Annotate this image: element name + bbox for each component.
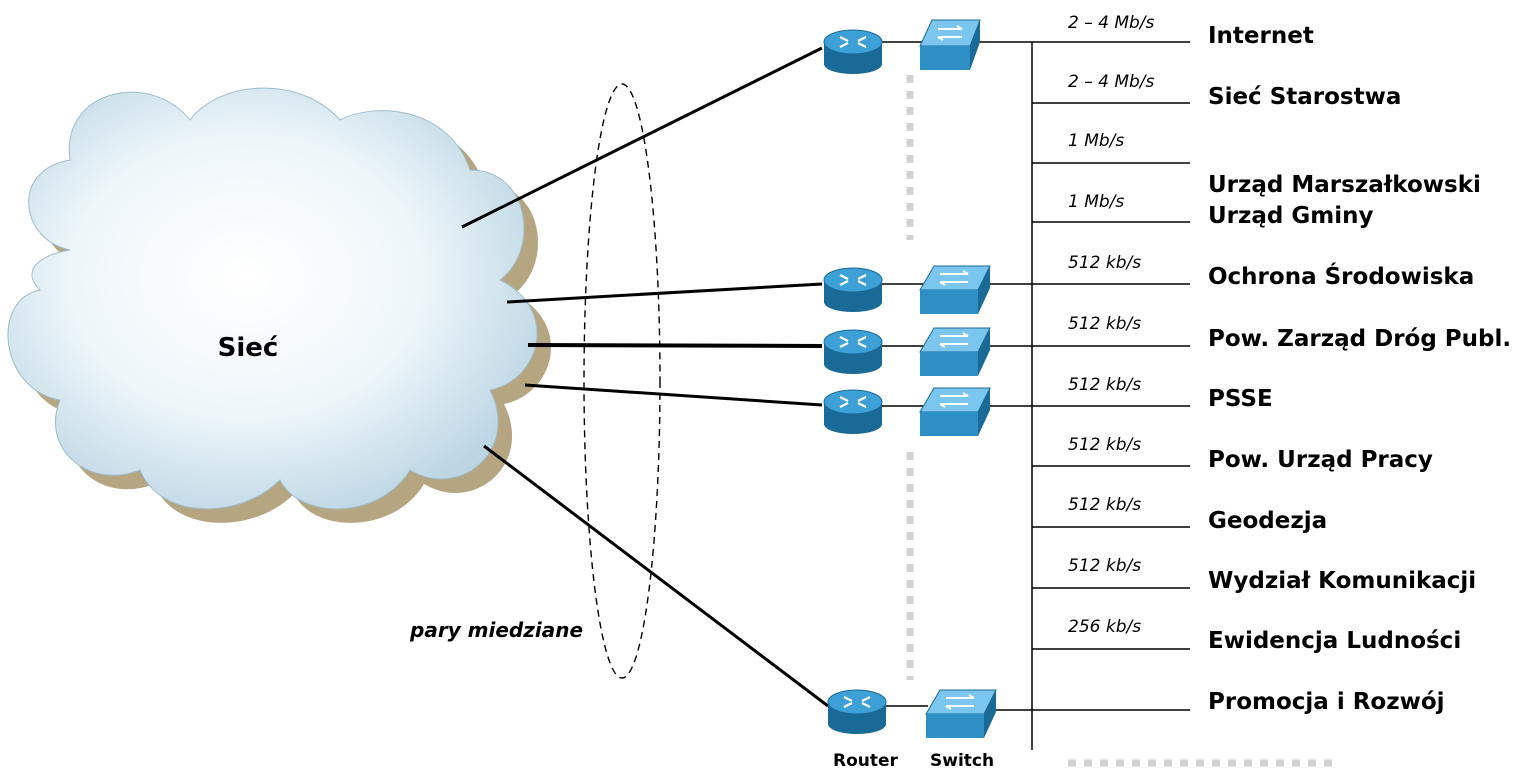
router-2 xyxy=(823,267,883,312)
link-speed: 2 – 4 Mb/s xyxy=(1068,13,1155,33)
link-speed: 512 kb/s xyxy=(1068,495,1141,515)
cloud-label: Sieć xyxy=(218,333,279,363)
destination-row: 512 kb/s Pow. Zarząd Dróg Publ. xyxy=(1032,314,1511,352)
link-speed: 512 kb/s xyxy=(1068,253,1141,273)
destination-row: 256 kb/s Ewidencja Ludności xyxy=(1032,617,1461,654)
devices: Router Switch xyxy=(823,19,997,771)
router-5 xyxy=(827,689,887,734)
destination-row: 2 – 4 Mb/s Internet xyxy=(1032,13,1314,49)
link-speed: 512 kb/s xyxy=(1068,375,1141,395)
cloud-body xyxy=(7,87,538,510)
switch-label: Switch xyxy=(930,751,994,771)
link-to-router-4 xyxy=(524,383,823,407)
destination-name: Wydział Komunikacji xyxy=(1208,568,1476,594)
destination-row: 512 kb/s Wydział Komunikacji xyxy=(1032,556,1476,594)
destination-name: Ewidencja Ludności xyxy=(1208,628,1461,654)
link-speed: 512 kb/s xyxy=(1068,314,1141,334)
cloud-links xyxy=(461,46,829,708)
switch-3 xyxy=(919,327,991,376)
link-to-router-5 xyxy=(483,444,829,708)
link-speed: 1 Mb/s xyxy=(1068,192,1124,212)
switch-bus-links xyxy=(978,41,1032,711)
switch-1 xyxy=(919,19,981,70)
destination-name: Geodezja xyxy=(1208,508,1327,534)
copper-pairs-label: pary miedziane xyxy=(409,618,583,642)
destination-name: Ochrona Środowiska xyxy=(1208,262,1474,290)
copper-pairs-ellipse xyxy=(583,83,661,679)
destination-list: 2 – 4 Mb/s Internet 2 – 4 Mb/s Sieć Star… xyxy=(1032,13,1511,715)
destination-name: Urząd Marszałkowski xyxy=(1208,172,1481,198)
switch-5 xyxy=(925,689,997,738)
destination-row: 512 kb/s PSSE xyxy=(1032,375,1273,412)
destination-row: 512 kb/s Ochrona Środowiska xyxy=(1032,253,1474,290)
router-1 xyxy=(823,29,883,74)
network-cloud: Sieć xyxy=(7,87,552,523)
destination-name: Urząd Gminy xyxy=(1208,203,1374,229)
router-4 xyxy=(823,389,883,434)
switch-4 xyxy=(919,387,991,436)
link-to-router-3 xyxy=(527,343,823,348)
destination-name: PSSE xyxy=(1208,386,1273,412)
router-switch-links xyxy=(882,41,928,707)
link-speed: 2 – 4 Mb/s xyxy=(1068,72,1155,92)
link-to-router-2 xyxy=(506,282,823,304)
switch-2 xyxy=(919,265,991,314)
destination-row: 1 Mb/s Urząd Gminy xyxy=(1032,192,1374,229)
destination-row: 512 kb/s Geodezja xyxy=(1032,495,1327,534)
destination-name: Promocja i Rozwój xyxy=(1208,689,1445,715)
router-3 xyxy=(823,329,883,374)
link-speed: 1 Mb/s xyxy=(1068,131,1124,151)
link-speed: 256 kb/s xyxy=(1068,617,1141,637)
link-speed: 512 kb/s xyxy=(1068,435,1141,455)
destination-row: Promocja i Rozwój xyxy=(1032,689,1445,715)
destination-name: Pow. Urząd Pracy xyxy=(1208,447,1433,473)
link-to-router-1 xyxy=(461,46,823,229)
destination-name: Sieć Starostwa xyxy=(1208,84,1401,110)
destination-name: Pow. Zarząd Dróg Publ. xyxy=(1208,326,1511,352)
omitted-devices-markers xyxy=(906,75,1340,767)
destination-row: 512 kb/s Pow. Urząd Pracy xyxy=(1032,435,1433,473)
destination-row: 1 Mb/s Urząd Marszałkowski xyxy=(1032,131,1481,198)
router-label: Router xyxy=(833,751,899,771)
destination-name: Internet xyxy=(1208,23,1314,49)
destination-row: 2 – 4 Mb/s Sieć Starostwa xyxy=(1032,72,1401,110)
link-speed: 512 kb/s xyxy=(1068,556,1141,576)
